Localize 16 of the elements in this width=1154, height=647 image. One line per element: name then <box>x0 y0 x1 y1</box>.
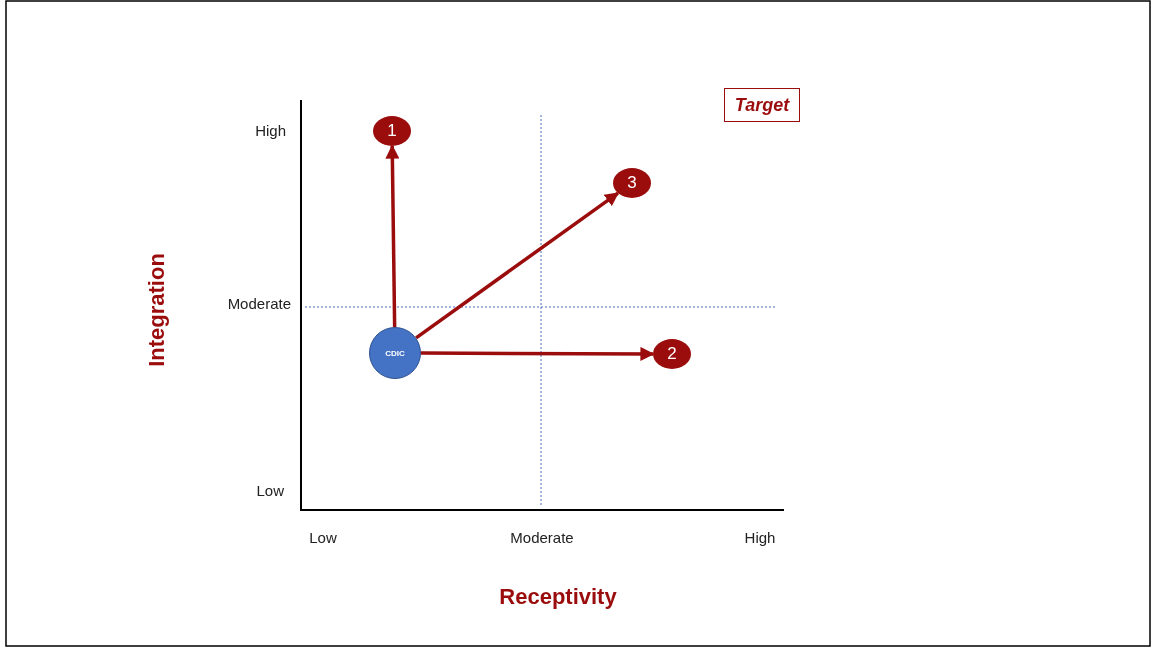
axis-tick-label: Low <box>256 481 284 499</box>
arrow <box>385 144 400 328</box>
axis-title: Integration <box>144 253 170 367</box>
number-badge: 3 <box>613 168 651 198</box>
axis-tick-label: High <box>255 121 286 139</box>
entity-circle: CDIC <box>369 327 421 379</box>
arrow <box>421 346 655 361</box>
target-box: Target <box>724 88 800 122</box>
number-badge: 1 <box>373 116 411 146</box>
axis-tick-label: Low <box>309 528 337 546</box>
number-badge: 2 <box>653 339 691 369</box>
axis-tick-label: High <box>744 528 776 546</box>
arrow <box>415 191 620 340</box>
axis-tick-label: Moderate <box>510 528 574 546</box>
axis-tick-label: Moderate <box>227 294 291 312</box>
axis-title: Receptivity <box>499 584 617 610</box>
